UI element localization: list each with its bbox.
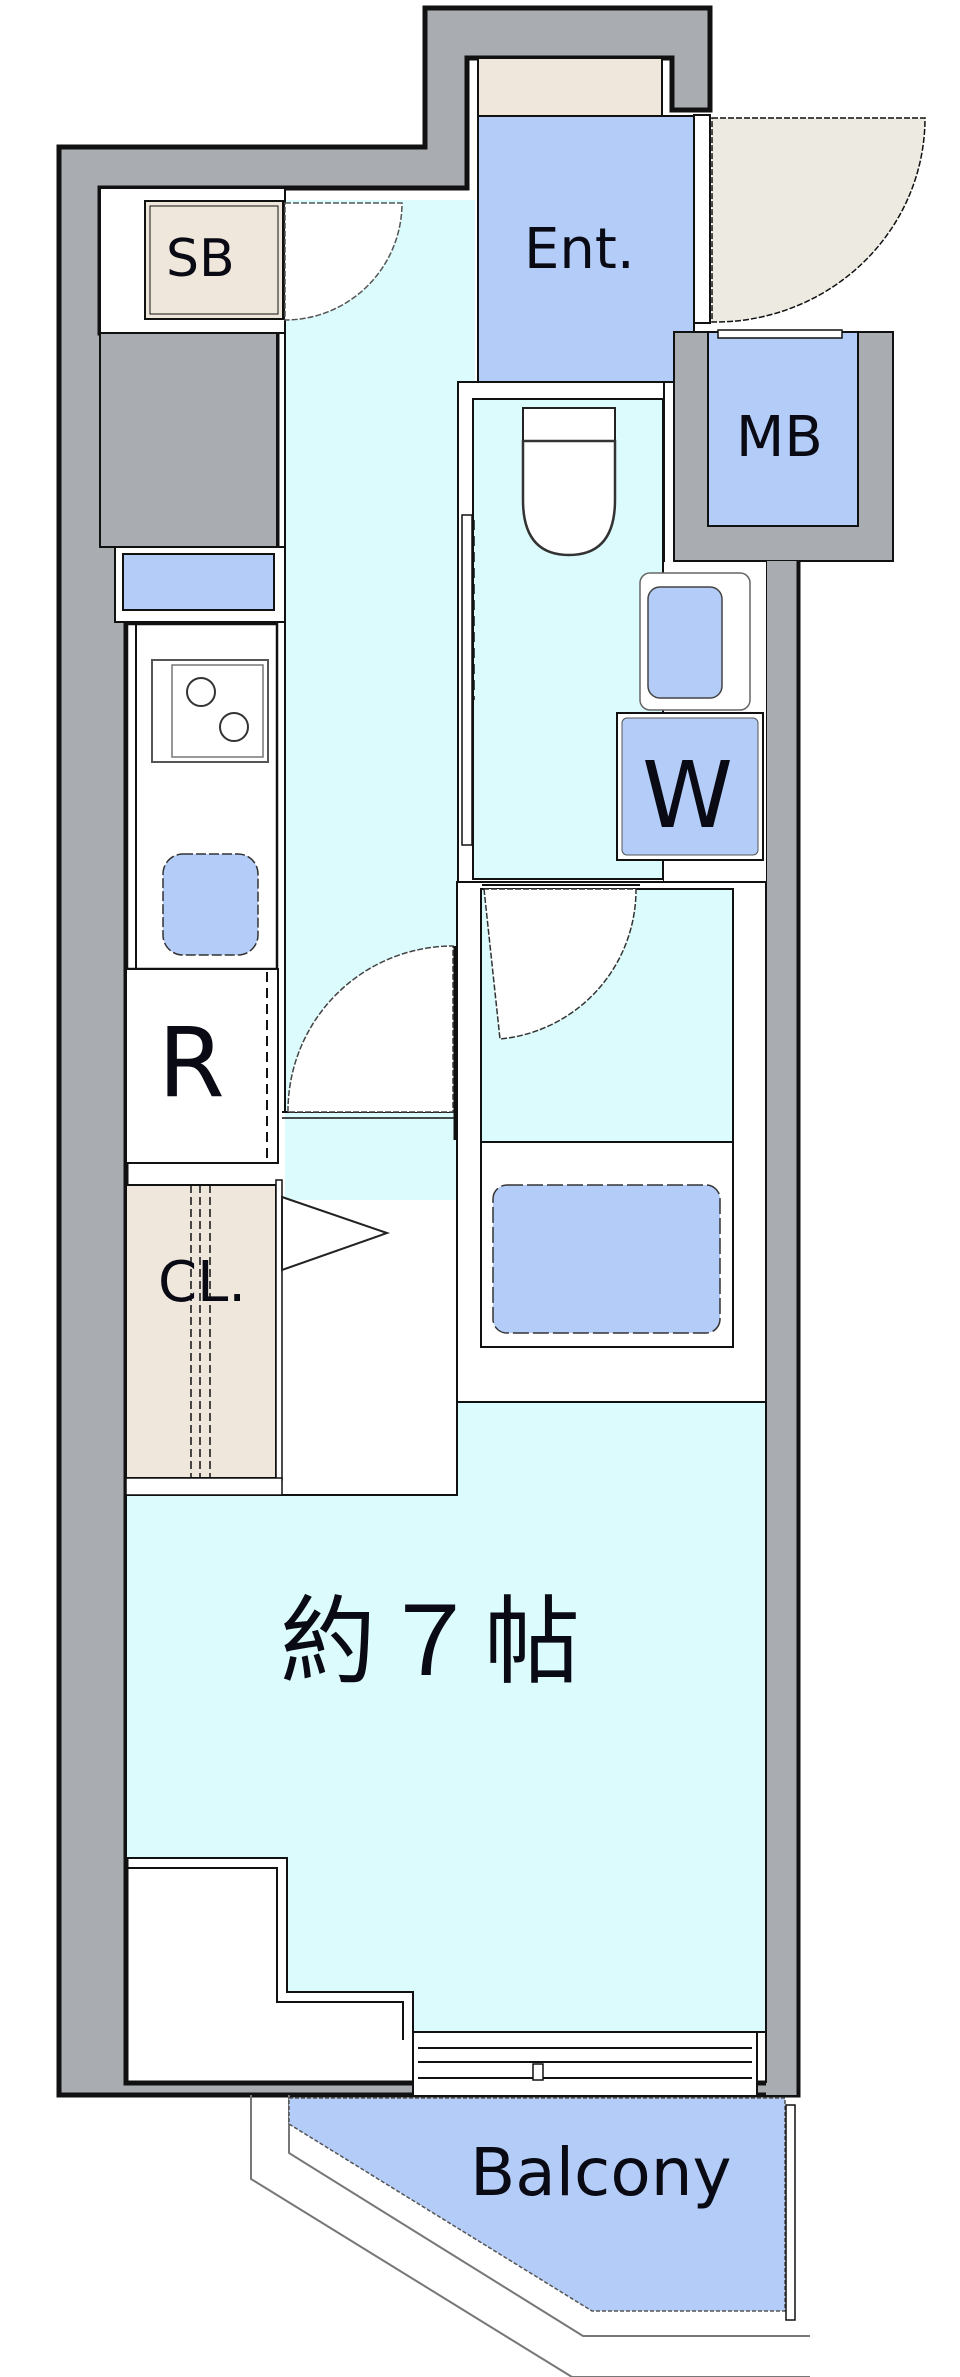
closet-door-swing[interactable] <box>281 1195 391 1272</box>
mb-floor <box>707 331 859 527</box>
mb-door[interactable] <box>717 329 843 339</box>
bathtub <box>492 1184 721 1334</box>
closet <box>125 1184 277 1479</box>
toilet-sliding-door[interactable] <box>461 514 473 846</box>
sb-door-swing[interactable] <box>284 202 403 321</box>
label-balcony: Balcony <box>470 2134 732 2211</box>
label-closet: CL. <box>158 1250 247 1315</box>
label-sb: SB <box>166 229 235 289</box>
label-entrance: Ent. <box>524 217 635 282</box>
label-mb: MB <box>736 405 823 470</box>
fridge-space <box>125 968 279 1164</box>
washroom-door-swing[interactable] <box>483 888 637 1040</box>
room-door-swing[interactable] <box>287 945 454 1113</box>
balcony-outer-rail <box>250 2095 810 2377</box>
label-main-room: 約７帖 <box>280 1586 586 1698</box>
balcony-partition <box>785 2104 796 2321</box>
stove <box>151 659 269 763</box>
label-fridge: R <box>158 1007 225 1119</box>
balcony-window[interactable] <box>412 2031 758 2097</box>
main-room-floor <box>125 1401 767 2033</box>
genkan-storage <box>477 57 663 117</box>
balcony-floor <box>288 2097 786 2312</box>
wall-block <box>99 332 278 548</box>
wash-basin-bowl <box>647 586 723 699</box>
kitchen-sink <box>162 853 259 956</box>
label-washer: W <box>642 742 733 849</box>
entrance-door-swing[interactable] <box>711 117 926 323</box>
entrance-door-frame <box>693 114 711 324</box>
toilet <box>521 407 617 557</box>
kitchen-upper-shelf <box>122 553 275 611</box>
sb-box <box>144 200 284 320</box>
